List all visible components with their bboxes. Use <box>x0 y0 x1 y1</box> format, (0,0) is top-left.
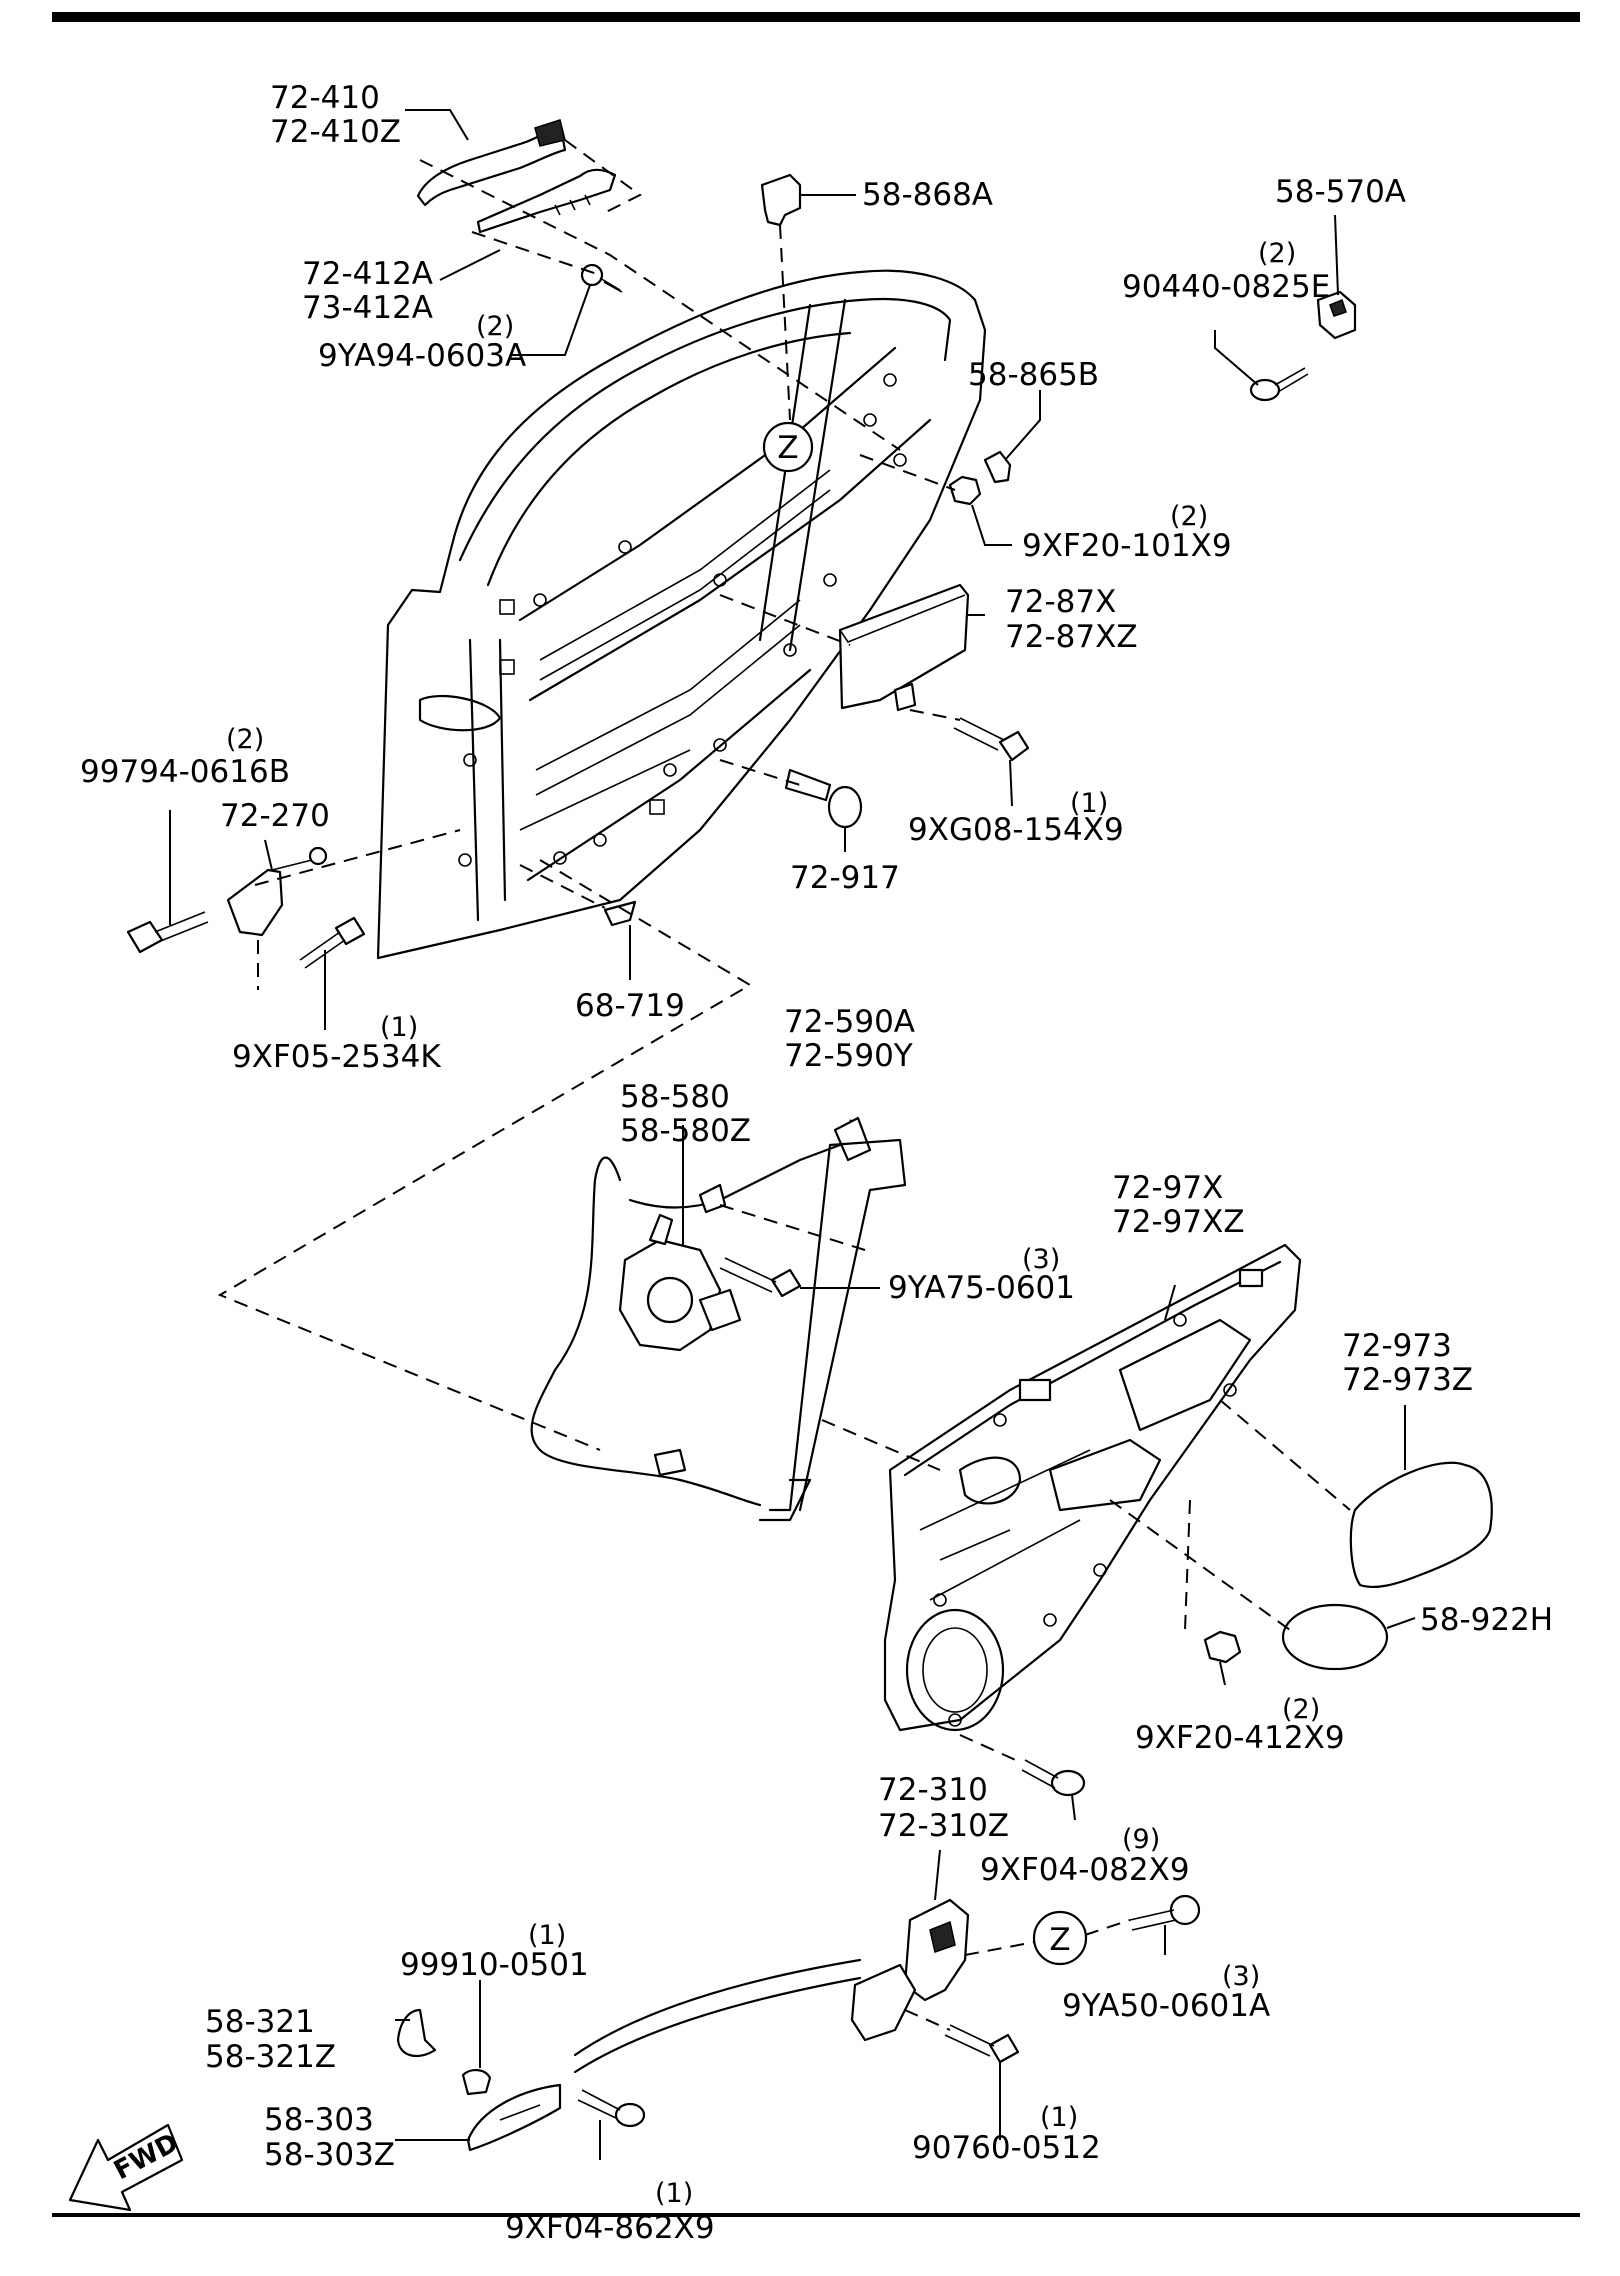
clip-58-570a <box>1316 290 1357 340</box>
label-58-321: 58-321 <box>205 2004 315 2040</box>
rod-clip-58-321 <box>396 2008 437 2058</box>
handle-bracket <box>476 168 617 234</box>
label-9ya94: 9YA94-0603A <box>318 338 526 374</box>
label-9xf04-082: 9XF04-082X9 <box>980 1852 1190 1888</box>
label-58-570a: 58-570A <box>1275 174 1406 210</box>
label-72-590a: 72-590A <box>784 1004 915 1040</box>
qty-9xf20-101: (2) <box>1170 501 1208 532</box>
clip-58-868a <box>760 173 802 227</box>
clip-58-865b <box>983 450 1012 484</box>
label-72-410z: 72-410Z <box>270 114 401 150</box>
label-73-412a: 73-412A <box>302 290 433 326</box>
bumper-72-917 <box>784 768 863 829</box>
label-58-865b: 58-865B <box>968 357 1099 393</box>
nut-9xf20-412 <box>1203 1630 1242 1664</box>
label-72-973: 72-973 <box>1342 1328 1452 1364</box>
label-72-310z: 72-310Z <box>878 1808 1009 1844</box>
inner-handle-58-303 <box>466 2083 562 2152</box>
label-58-580z: 58-580Z <box>620 1113 751 1149</box>
label-68-719: 68-719 <box>575 988 685 1024</box>
screw-9xf04-082 <box>1021 1759 1086 1797</box>
qty-9ya75: (3) <box>1022 1244 1060 1275</box>
label-9xf20-412: 9XF20-412X9 <box>1135 1720 1345 1756</box>
qty-9xf04-862: (1) <box>655 2178 693 2209</box>
label-72-97x: 72-97X <box>1112 1170 1223 1206</box>
label-58-321z: 58-321Z <box>205 2039 336 2075</box>
bolt-9xg08 <box>953 717 1030 762</box>
label-9ya50: 9YA50-0601A <box>1062 1988 1270 2024</box>
bolt-99794 <box>126 911 209 954</box>
qty-9ya94: (2) <box>476 311 514 342</box>
latch-72-310 <box>850 1898 970 2042</box>
label-72-310: 72-310 <box>878 1772 988 1808</box>
qty-9xg08: (1) <box>1070 788 1108 819</box>
label-72-87xz: 72-87XZ <box>1005 619 1138 655</box>
z-marker-bottom: Z <box>1032 1910 1088 1966</box>
label-58-922h: 58-922H <box>1420 1602 1553 1638</box>
qty-9xf20-412: (2) <box>1282 1694 1320 1725</box>
qty-90760: (1) <box>1040 2102 1078 2133</box>
bolt-90760 <box>944 2024 1020 2064</box>
qty-9xf04-082: (9) <box>1122 1824 1160 1855</box>
label-9xf20-101: 9XF20-101X9 <box>1022 528 1232 564</box>
window-regulator <box>530 1116 907 1522</box>
qty-9ya50: (3) <box>1222 1961 1260 1992</box>
alignment-lines <box>217 139 1351 2031</box>
qty-90440: (2) <box>1258 238 1296 269</box>
inner-panel <box>883 1243 1302 1732</box>
label-72-97xz: 72-97XZ <box>1112 1204 1245 1240</box>
screw-90440 <box>1249 367 1309 402</box>
bolt-9ya75 <box>719 1257 802 1298</box>
label-72-973z: 72-973Z <box>1342 1362 1473 1398</box>
label-58-868a: 58-868A <box>862 177 993 213</box>
bolt-9xf05 <box>299 916 366 969</box>
bolt-9ya50 <box>1129 1894 1201 1931</box>
qty-99794: (2) <box>226 724 264 755</box>
door-shell <box>376 269 987 960</box>
label-9ya75: 9YA75-0601 <box>888 1270 1075 1306</box>
module-72-87x <box>838 583 970 712</box>
qty-9xf05: (1) <box>380 1012 418 1043</box>
label-99910: 99910-0501 <box>400 1947 589 1983</box>
z-marker-bottom-text: Z <box>1049 1922 1070 1958</box>
label-58-303: 58-303 <box>264 2102 374 2138</box>
nut-9xf20-101 <box>948 475 982 506</box>
screw-9xf04-862 <box>577 2089 646 2128</box>
label-99794: 99794-0616B <box>80 754 290 790</box>
cover-72-973 <box>1349 1461 1493 1589</box>
label-90760: 90760-0512 <box>912 2130 1101 2166</box>
latch-rods <box>573 1958 862 2074</box>
fwd-arrow-icon: FWD <box>68 2123 183 2212</box>
part-labels: 72-410 72-410Z 72-412A 73-412A (2) 9YA94… <box>80 80 1553 2246</box>
seal-58-922h <box>1281 1603 1389 1671</box>
label-9xf04-862: 9XF04-862X9 <box>505 2210 715 2246</box>
screw-9ya94 <box>580 263 623 293</box>
label-72-410: 72-410 <box>270 80 380 116</box>
label-58-303z: 58-303Z <box>264 2137 395 2173</box>
label-9xf05: 9XF05-2534K <box>232 1039 441 1075</box>
clip-68-719 <box>603 900 637 927</box>
top-rule <box>52 12 1580 22</box>
z-marker-top: Z <box>762 421 814 473</box>
label-72-917: 72-917 <box>790 860 900 896</box>
label-72-590y: 72-590Y <box>784 1038 913 1074</box>
clip-99910 <box>461 2069 492 2096</box>
label-90440: 90440-0825E <box>1122 269 1330 305</box>
label-58-580: 58-580 <box>620 1079 730 1115</box>
outer-handle <box>416 119 567 207</box>
label-72-412a: 72-412A <box>302 256 433 292</box>
check-link-72-270 <box>226 846 328 937</box>
bottom-rule <box>52 2213 1580 2217</box>
qty-99910: (1) <box>528 1920 566 1951</box>
label-72-270: 72-270 <box>220 798 330 834</box>
z-marker-top-text: Z <box>777 430 798 466</box>
label-9xg08: 9XG08-154X9 <box>908 812 1124 848</box>
leader-lines <box>169 109 1416 2160</box>
label-72-87x: 72-87X <box>1005 584 1116 620</box>
